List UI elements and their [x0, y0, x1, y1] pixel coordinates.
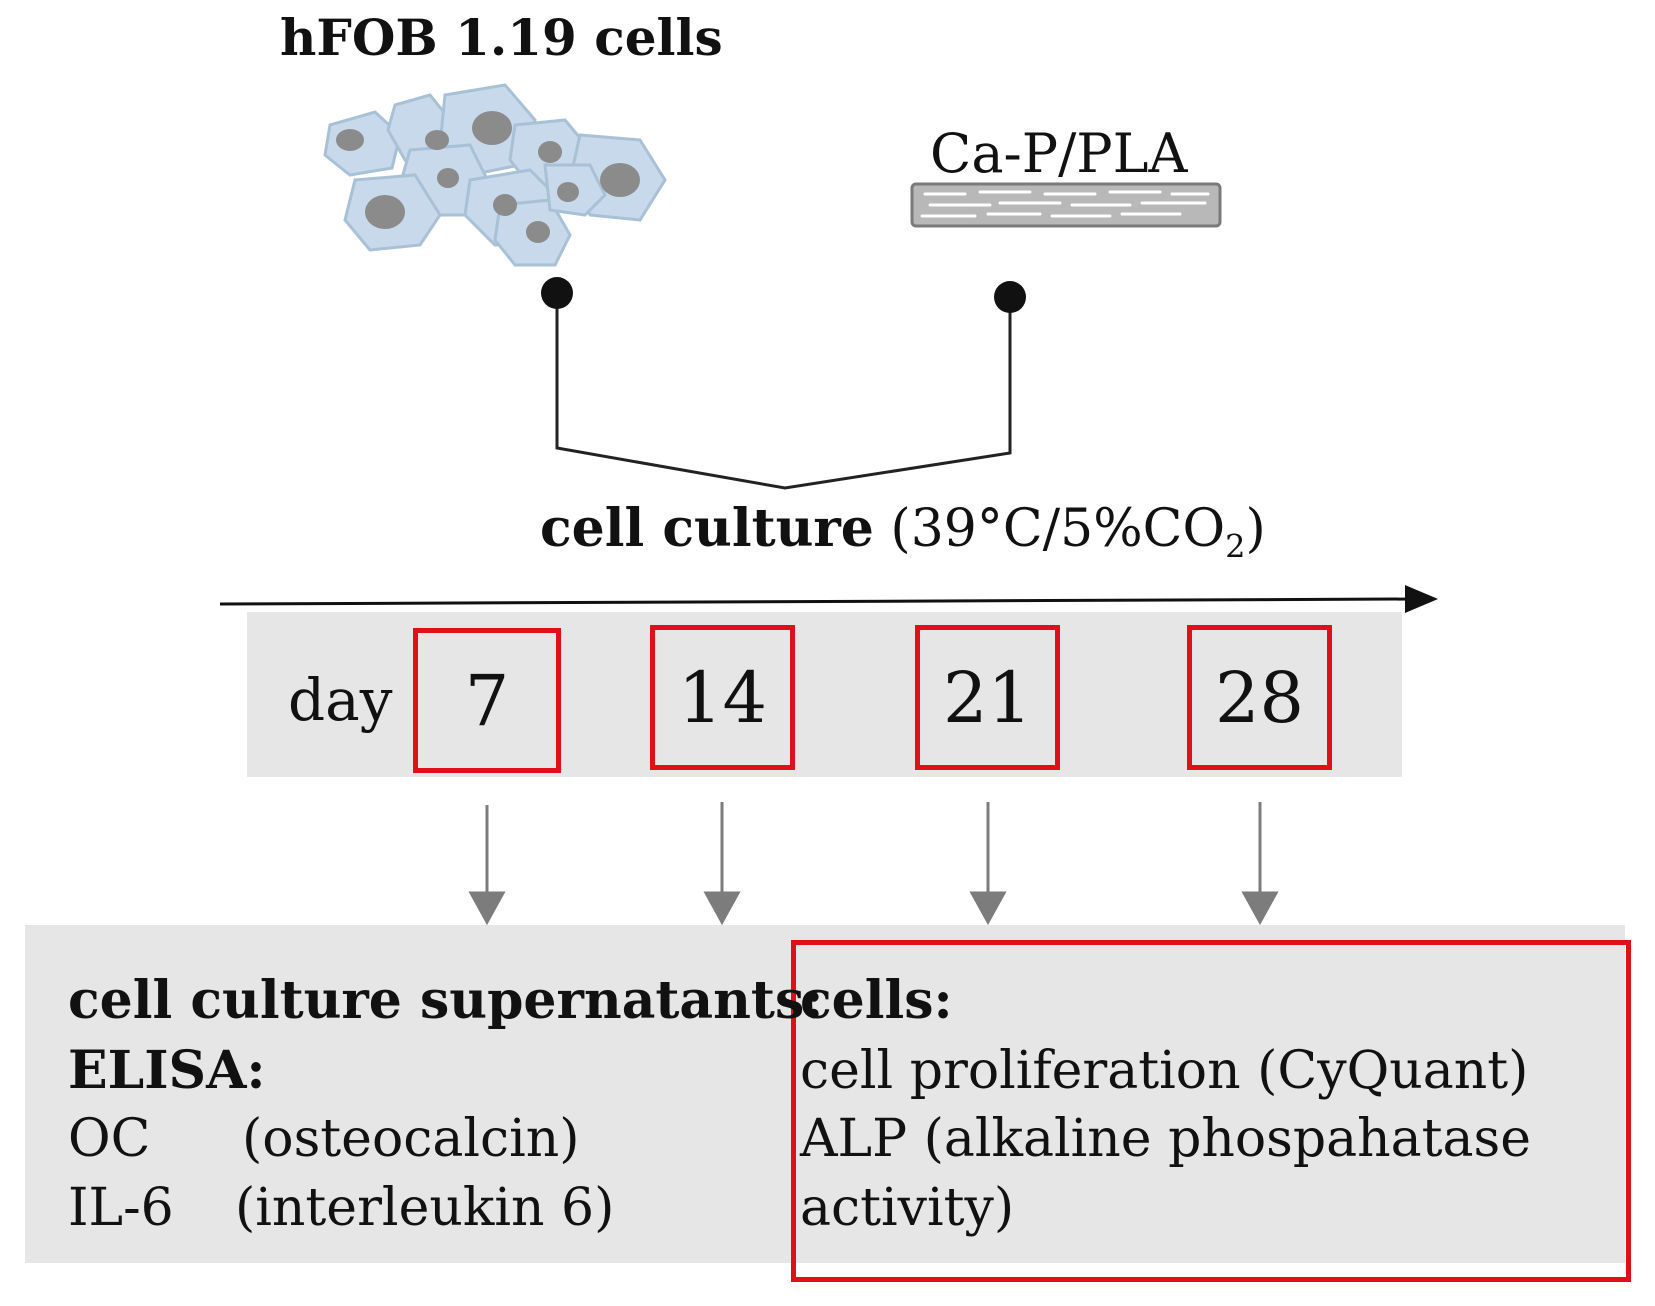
il6-name: (interleukin 6): [235, 1178, 615, 1238]
day-box-7: 7: [413, 628, 561, 773]
cells-heading: cells:: [800, 970, 953, 1031]
sampling-arrows: [468, 802, 1279, 926]
il6-abbr: IL-6: [68, 1178, 174, 1238]
scaffold-label: Ca-P/PLA: [930, 122, 1188, 185]
cells-line-activity: activity): [800, 1178, 1015, 1238]
culture-condition-label: cell culture (39°C/5%CO2): [540, 498, 1266, 565]
cells-line-proliferation: cell proliferation (CyQuant): [800, 1041, 1529, 1101]
cells-connector-dot: [541, 277, 573, 309]
timeline-arrow-head: [1405, 585, 1438, 613]
scaffold-illustration: [910, 182, 1222, 228]
cell-cluster-illustration: [323, 83, 667, 267]
merge-bracket: [555, 293, 1012, 490]
day-box-21: 21: [915, 625, 1060, 770]
cells-analysis-box: [791, 940, 1631, 1282]
timeline-band: [247, 612, 1402, 777]
culture-label-bold: cell culture: [540, 498, 874, 559]
day-label: day: [288, 666, 393, 734]
results-panel: [25, 925, 1625, 1263]
oc-name: (osteocalcin): [242, 1109, 580, 1169]
scaffold-connector-dot: [994, 281, 1026, 313]
elisa-heading: ELISA:: [68, 1040, 266, 1101]
cells-line-alp: ALP (alkaline phospahatase: [800, 1109, 1531, 1169]
timeline-arrow-line: [219, 597, 1413, 606]
culture-condition-suffix: ): [1245, 499, 1266, 559]
day-box-14: 14: [650, 625, 795, 770]
day-box-28: 28: [1187, 625, 1332, 770]
co2-subscript: 2: [1225, 527, 1246, 566]
supernatants-heading: cell culture supernatants:: [68, 970, 824, 1031]
culture-condition-prefix: (39°C/5%CO: [890, 499, 1226, 559]
cell-line-title: hFOB 1.19 cells: [280, 8, 723, 67]
oc-abbr: OC: [68, 1109, 151, 1169]
